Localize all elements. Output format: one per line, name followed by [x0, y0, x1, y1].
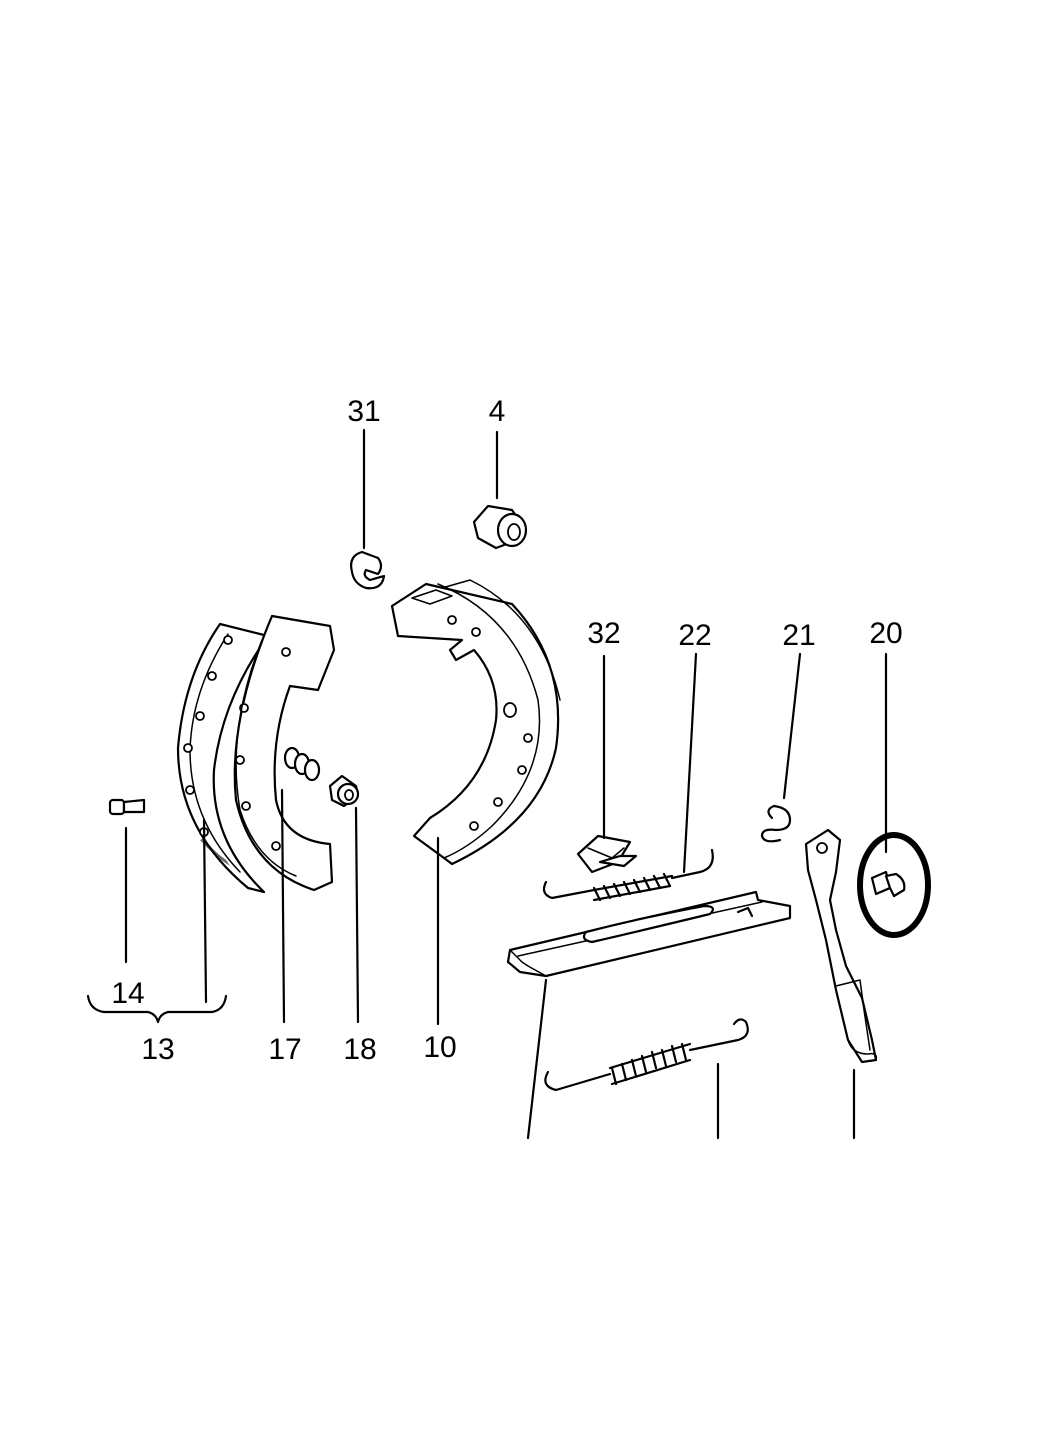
part-10-brake-shoe[interactable]	[390, 579, 561, 1026]
part-13-brake-shoe-lining[interactable]	[176, 614, 336, 894]
parking-brake-lever[interactable]	[804, 828, 878, 1140]
part-31-clip[interactable]	[350, 428, 386, 590]
label-31: 31	[347, 395, 380, 428]
part-32-clip[interactable]	[576, 654, 638, 874]
group-bracket-13	[86, 818, 228, 1024]
label-18: 18	[343, 1033, 376, 1066]
highlight-circle-20	[857, 832, 931, 938]
part-20-bolt[interactable]	[870, 652, 906, 898]
label-32: 32	[587, 617, 620, 650]
lower-spring[interactable]	[544, 1018, 749, 1140]
part-4-bushing[interactable]	[472, 430, 528, 550]
label-17: 17	[268, 1033, 301, 1066]
label-22: 22	[678, 619, 711, 652]
part-22-upper-spring[interactable]	[542, 652, 714, 902]
label-21: 21	[782, 619, 815, 652]
part-14-rivet[interactable]	[108, 798, 146, 964]
label-13: 13	[141, 1033, 174, 1066]
label-20: 20	[869, 617, 902, 650]
label-10: 10	[423, 1031, 456, 1064]
part-21-s-hook[interactable]	[760, 652, 802, 843]
adjuster-strut[interactable]	[506, 890, 792, 1140]
part-18-cup[interactable]	[328, 774, 360, 1024]
label-14: 14	[111, 977, 144, 1010]
label-4: 4	[489, 395, 506, 428]
part-17-spring[interactable]	[280, 746, 321, 1024]
